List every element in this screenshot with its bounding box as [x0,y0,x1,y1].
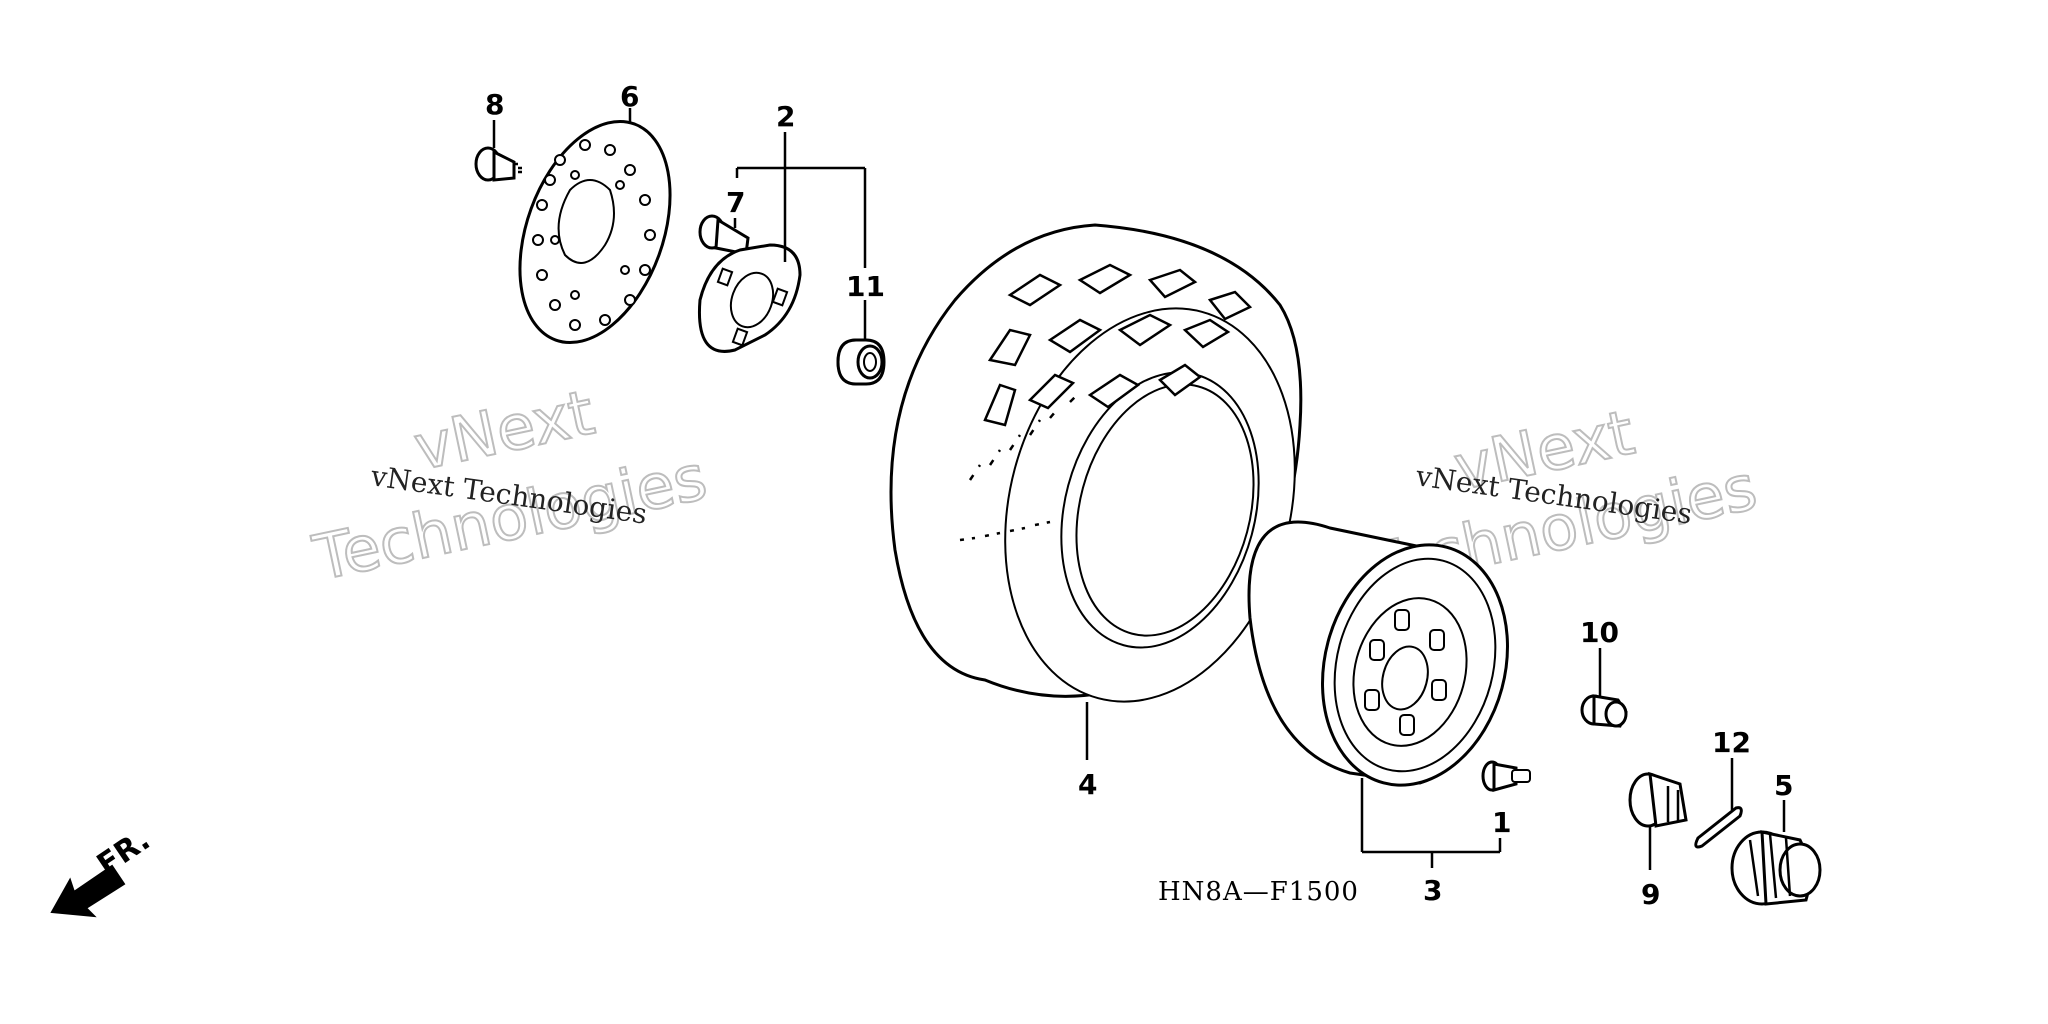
part-5-cap [1730,830,1822,906]
part-6-brake-disc [518,119,672,345]
part-11-bearing [836,338,886,386]
part-10-nut [1580,694,1628,728]
callout-1: 1 [1492,806,1511,839]
part-4-tire [889,223,1303,703]
front-direction-arrow-icon: FR. [50,823,157,918]
callout-4: 4 [1078,768,1097,801]
callout-9: 9 [1641,878,1660,911]
part-9-castle-nut [1628,771,1688,828]
watermark-left: vNext Technologies vNext Technologies [306,375,714,596]
callout-11: 11 [846,270,885,303]
callout-6: 6 [620,80,639,113]
part-3-rim [1247,520,1509,787]
diagram-code: HN8A—F1500 [1158,877,1359,907]
part-8-bolt [474,146,522,182]
callout-12: 12 [1712,726,1751,759]
callout-2: 2 [776,100,795,133]
part-12-cotter-pin [1694,806,1743,849]
callout-8: 8 [485,88,504,121]
callout-5: 5 [1774,769,1793,802]
callout-7: 7 [726,186,745,219]
part-1-valve [1481,760,1531,792]
callout-3: 3 [1423,874,1442,907]
part-7-bolt [698,214,750,256]
callout-10: 10 [1580,616,1619,649]
leader-lines [492,108,1786,870]
part-2-hub [697,243,802,353]
